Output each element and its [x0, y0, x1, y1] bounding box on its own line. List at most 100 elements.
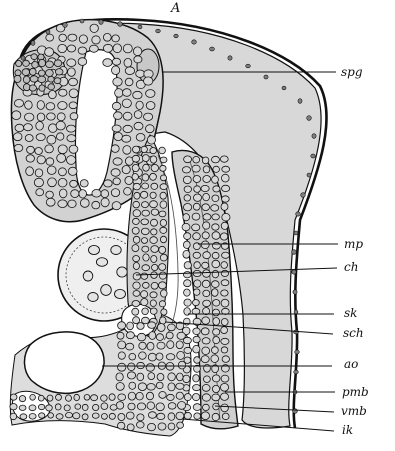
cell-nucleus [132, 245, 139, 252]
cell-nucleus [54, 60, 62, 67]
cell-nucleus [29, 414, 36, 420]
cell-nucleus [212, 242, 220, 249]
cell-nucleus [56, 121, 65, 130]
cell-nucleus [125, 78, 133, 86]
cell-nucleus [123, 125, 132, 132]
cell-nucleus [128, 363, 135, 371]
cell-nucleus [152, 264, 158, 270]
cell-nucleus [160, 227, 167, 233]
cell-nucleus [35, 169, 43, 177]
cell-nucleus [30, 76, 38, 82]
cell-nucleus [142, 174, 149, 181]
cell-nucleus [25, 113, 34, 121]
cell-nucleus [194, 280, 201, 287]
cell-nucleus [36, 122, 44, 131]
cell-nucleus [183, 214, 190, 221]
cell-nucleus [212, 176, 219, 183]
cell-nucleus [48, 178, 57, 187]
cell-nucleus [201, 241, 209, 249]
cell-nucleus [160, 165, 166, 171]
cell-nucleus [184, 347, 192, 353]
cell-nucleus [292, 270, 296, 274]
cell-nucleus [194, 186, 201, 193]
cell-nucleus [204, 376, 211, 383]
cell-nucleus [203, 222, 210, 229]
cell-nucleus [146, 392, 153, 400]
cell-nucleus [177, 373, 184, 381]
cell-nucleus [39, 85, 45, 91]
cell-nucleus [59, 89, 67, 96]
cell-nucleus [294, 330, 299, 334]
cell-nucleus [159, 282, 167, 289]
cell-nucleus [134, 122, 143, 130]
cell-nucleus [246, 64, 251, 68]
cell-nucleus [37, 156, 45, 164]
cell-nucleus [161, 290, 168, 297]
cell-nucleus [58, 178, 67, 187]
cell-nucleus [57, 154, 66, 163]
cell-nucleus [221, 280, 229, 286]
cell-nucleus [184, 299, 191, 306]
cell-nucleus [55, 69, 63, 75]
cell-nucleus [112, 102, 121, 110]
cell-nucleus [150, 201, 158, 208]
cell-nucleus [14, 100, 23, 108]
cell-nucleus [160, 254, 167, 261]
label-ao: ao [344, 358, 358, 370]
cell-nucleus [156, 29, 161, 33]
cell-nucleus [222, 166, 230, 172]
cell-nucleus [112, 202, 121, 210]
cell-nucleus [39, 413, 45, 418]
cell-nucleus [37, 113, 45, 121]
cell-nucleus [142, 183, 149, 189]
cell-nucleus [115, 289, 126, 298]
cell-nucleus [101, 285, 112, 296]
cell-nucleus [126, 412, 134, 419]
cell-nucleus [10, 404, 17, 410]
cell-nucleus [127, 322, 134, 330]
cell-nucleus [67, 156, 76, 165]
cell-nucleus [144, 77, 153, 85]
cell-nucleus [192, 213, 200, 220]
cell-nucleus [68, 167, 77, 175]
cell-nucleus [113, 44, 121, 53]
cell-nucleus [176, 392, 183, 399]
cell-nucleus [298, 99, 302, 104]
cell-nucleus [150, 173, 157, 180]
cell-nucleus [71, 190, 79, 198]
cell-nucleus [142, 155, 149, 162]
cell-nucleus [137, 373, 144, 381]
cell-nucleus [14, 144, 23, 151]
cell-nucleus [220, 233, 227, 240]
cell-nucleus [201, 412, 209, 420]
cell-nucleus [148, 353, 156, 361]
label-spg: spg [341, 66, 363, 78]
cell-nucleus [157, 373, 164, 380]
cell-nucleus [68, 34, 77, 41]
cell-nucleus [296, 212, 301, 216]
cell-nucleus [67, 135, 76, 142]
cell-nucleus [123, 44, 132, 53]
cell-nucleus [201, 328, 209, 335]
cell-nucleus [221, 338, 229, 344]
cell-nucleus [193, 252, 200, 258]
cell-nucleus [93, 404, 99, 410]
cell-nucleus [139, 342, 146, 349]
cell-nucleus [46, 191, 54, 198]
cell-nucleus [47, 135, 56, 144]
cell-nucleus [21, 56, 25, 60]
cell-nucleus [137, 323, 144, 330]
cell-nucleus [184, 289, 191, 296]
cell-nucleus [212, 347, 219, 354]
cell-nucleus [213, 300, 220, 307]
cell-nucleus [24, 124, 33, 131]
cell-nucleus [103, 33, 111, 41]
cell-nucleus [141, 291, 148, 298]
cell-nucleus [10, 394, 17, 400]
cell-nucleus [201, 356, 209, 363]
cell-nucleus [168, 423, 175, 430]
cell-nucleus [222, 213, 230, 221]
cell-nucleus [160, 175, 166, 181]
cell-nucleus [156, 334, 163, 341]
